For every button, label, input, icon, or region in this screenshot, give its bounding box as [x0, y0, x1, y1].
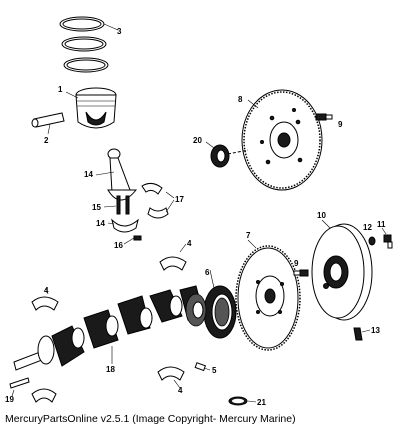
rod-nut[interactable]: [133, 235, 142, 241]
main-bearing-shell-lower[interactable]: [157, 366, 185, 381]
callout-12: 12: [363, 223, 372, 232]
image-copyright-caption: MercuryPartsOnline v2.5.1 (Image Copyrig…: [5, 413, 296, 425]
callout-14-rod: 14: [84, 170, 93, 179]
callout-10: 10: [317, 211, 326, 220]
callout-13: 13: [371, 326, 380, 335]
rear-seal[interactable]: [210, 144, 249, 168]
callout-4-left: 4: [44, 286, 49, 295]
callout-11: 11: [377, 220, 386, 229]
callout-14-cap: 14: [96, 219, 105, 228]
dowel-pin[interactable]: [194, 362, 207, 372]
connecting-rod[interactable]: [107, 148, 138, 215]
thrust-ring[interactable]: [228, 396, 248, 406]
flywheel[interactable]: [235, 245, 301, 351]
piston-rings[interactable]: [59, 16, 109, 73]
callout-15: 15: [92, 203, 101, 212]
main-bearing-shell-left[interactable]: [31, 296, 59, 311]
callout-2: 2: [44, 136, 49, 145]
callout-20: 20: [193, 136, 202, 145]
callout-19: 19: [5, 395, 14, 404]
flexplate[interactable]: [241, 89, 323, 191]
callout-8: 8: [238, 95, 243, 104]
callout-21: 21: [257, 398, 266, 407]
callout-9-lower: 9: [294, 259, 299, 268]
callout-3: 3: [117, 27, 122, 36]
main-bearing-shell-upper[interactable]: [159, 256, 187, 271]
crank-seal[interactable]: [203, 285, 237, 339]
callout-4-upper: 4: [187, 239, 192, 248]
callout-4-lower: 4: [178, 386, 183, 395]
piston[interactable]: [75, 87, 117, 129]
rod-bearing-shells[interactable]: [141, 182, 169, 219]
callout-6: 6: [205, 268, 210, 277]
callout-17: 17: [175, 195, 184, 204]
adapter-washer[interactable]: [368, 236, 376, 246]
crankshaft[interactable]: [13, 285, 207, 371]
callout-16: 16: [114, 241, 123, 250]
crank-pin[interactable]: [9, 377, 30, 389]
callout-5: 5: [212, 366, 217, 375]
callout-7: 7: [246, 231, 251, 240]
callout-18: 18: [106, 365, 115, 374]
rod-cap[interactable]: [111, 218, 139, 233]
piston-pin[interactable]: [31, 112, 65, 128]
adapter-bolt[interactable]: [383, 234, 393, 249]
flexplate-bolt[interactable]: [315, 113, 333, 121]
callout-9-upper: 9: [338, 120, 343, 129]
adapter-stud[interactable]: [353, 327, 363, 341]
main-bearing-shell-lower-left[interactable]: [31, 388, 57, 403]
adapter-plate[interactable]: [311, 223, 373, 321]
callout-1: 1: [58, 85, 63, 94]
flywheel-bolt[interactable]: [293, 269, 309, 277]
